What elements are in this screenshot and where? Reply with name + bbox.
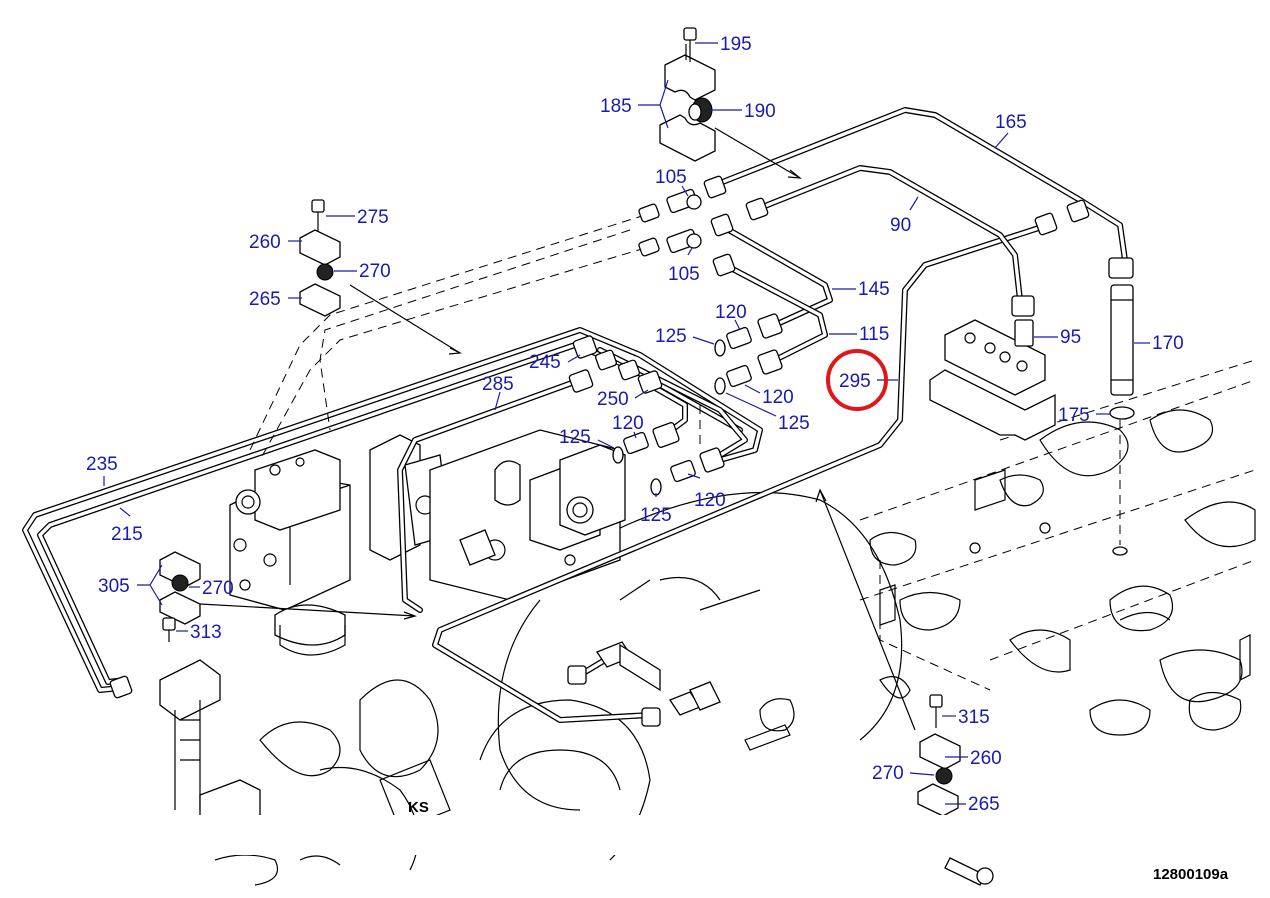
svg-text:250: 250	[597, 389, 629, 410]
callout-305: 305	[98, 564, 163, 606]
assembly-arrows	[199, 127, 916, 731]
svg-text:295: 295	[839, 371, 871, 392]
pipe-295	[432, 222, 1051, 723]
svg-text:245: 245	[529, 352, 561, 373]
callout-215: 215	[111, 507, 143, 545]
svg-text:120: 120	[694, 490, 726, 511]
pipe-285	[397, 377, 583, 613]
callout-275: 275	[326, 207, 389, 228]
svg-text:165: 165	[995, 112, 1027, 133]
callout-95: 95	[1034, 327, 1081, 348]
svg-text:260: 260	[249, 232, 281, 253]
callout-165: 165	[994, 112, 1027, 149]
callout-195: 195	[695, 34, 752, 55]
svg-text:105: 105	[655, 167, 687, 188]
svg-text:190: 190	[744, 101, 776, 122]
svg-text:313: 313	[190, 622, 222, 643]
valve-block	[229, 434, 451, 656]
callout-175: 175	[1058, 405, 1110, 426]
pipe-90	[752, 165, 1023, 303]
callout-260-right: 260	[945, 748, 1002, 769]
callouts: 195 185 190 165 105 90 275 260	[86, 34, 1184, 815]
callout-105-lower: 105	[668, 247, 700, 285]
highlight-circle	[826, 349, 888, 411]
svg-text:105: 105	[668, 264, 700, 285]
callout-125-b: 125	[725, 392, 810, 434]
dashed-return-lines	[249, 214, 701, 461]
callout-120-a: 120	[715, 302, 747, 331]
svg-text:120: 120	[612, 413, 644, 434]
pipe-loop-235	[22, 327, 763, 693]
callout-265-left: 265	[249, 289, 302, 310]
fittings	[109, 27, 1135, 886]
callout-125-c: 125	[559, 427, 615, 449]
svg-text:195: 195	[720, 34, 752, 55]
callout-125-d: 125	[640, 493, 672, 526]
svg-text:125: 125	[559, 427, 591, 448]
callout-313: 313	[176, 622, 222, 643]
svg-text:90: 90	[890, 215, 911, 236]
svg-text:275: 275	[357, 207, 389, 228]
svg-text:285: 285	[482, 374, 514, 395]
svg-text:265: 265	[968, 794, 1000, 815]
svg-text:170: 170	[1152, 333, 1184, 354]
svg-text:125: 125	[778, 413, 810, 434]
svg-text:260: 260	[970, 748, 1002, 769]
callout-90: 90	[890, 196, 919, 236]
callout-120-c: 120	[612, 413, 644, 439]
svg-text:120: 120	[762, 387, 794, 408]
pipe-145	[717, 222, 833, 328]
callout-270-middle: 270	[189, 578, 234, 599]
svg-text:265: 265	[249, 289, 281, 310]
callout-260-left: 260	[249, 232, 302, 253]
callout-185: 185	[600, 79, 669, 129]
callout-250: 250	[597, 389, 649, 410]
svg-text:315: 315	[958, 707, 990, 728]
callout-120-b: 120	[744, 384, 794, 408]
svg-text:125: 125	[655, 326, 687, 347]
engine-block-sketch	[859, 359, 1256, 736]
callout-245: 245	[529, 352, 581, 373]
pipe-115	[722, 262, 828, 363]
callout-170: 170	[1134, 333, 1184, 354]
callout-115: 115	[829, 324, 889, 345]
svg-text:115: 115	[859, 324, 889, 345]
actuator-block	[429, 429, 626, 601]
svg-text:215: 215	[111, 524, 143, 545]
pipe-165	[712, 107, 1128, 263]
svg-text:145: 145	[858, 279, 890, 300]
callout-190: 190	[710, 101, 776, 122]
callout-270-right: 270	[872, 763, 935, 784]
svg-text:305: 305	[98, 576, 130, 597]
svg-text:270: 270	[202, 578, 234, 599]
callout-120-d: 120	[687, 473, 726, 511]
callout-125-a: 125	[655, 326, 715, 347]
callout-285: 285	[482, 374, 514, 411]
svg-text:120: 120	[715, 302, 747, 323]
callout-145: 145	[832, 279, 890, 300]
callout-265-right: 265	[945, 794, 1000, 815]
svg-text:125: 125	[640, 505, 672, 526]
callout-105-upper: 105	[655, 167, 689, 197]
callout-270-left: 270	[334, 261, 391, 282]
svg-text:185: 185	[600, 96, 632, 117]
callout-315: 315	[942, 707, 990, 728]
svg-text:95: 95	[1060, 327, 1081, 348]
svg-text:235: 235	[86, 454, 118, 475]
callout-295: 295	[826, 349, 898, 411]
svg-text:270: 270	[872, 763, 904, 784]
svg-text:270: 270	[359, 261, 391, 282]
reference-code: 12800109a	[1153, 866, 1229, 883]
page-break-band	[0, 815, 1270, 855]
callout-235: 235	[86, 454, 118, 486]
logo-text: KS	[408, 799, 429, 816]
mounting-bracket	[929, 319, 1056, 441]
svg-text:175: 175	[1058, 405, 1090, 426]
